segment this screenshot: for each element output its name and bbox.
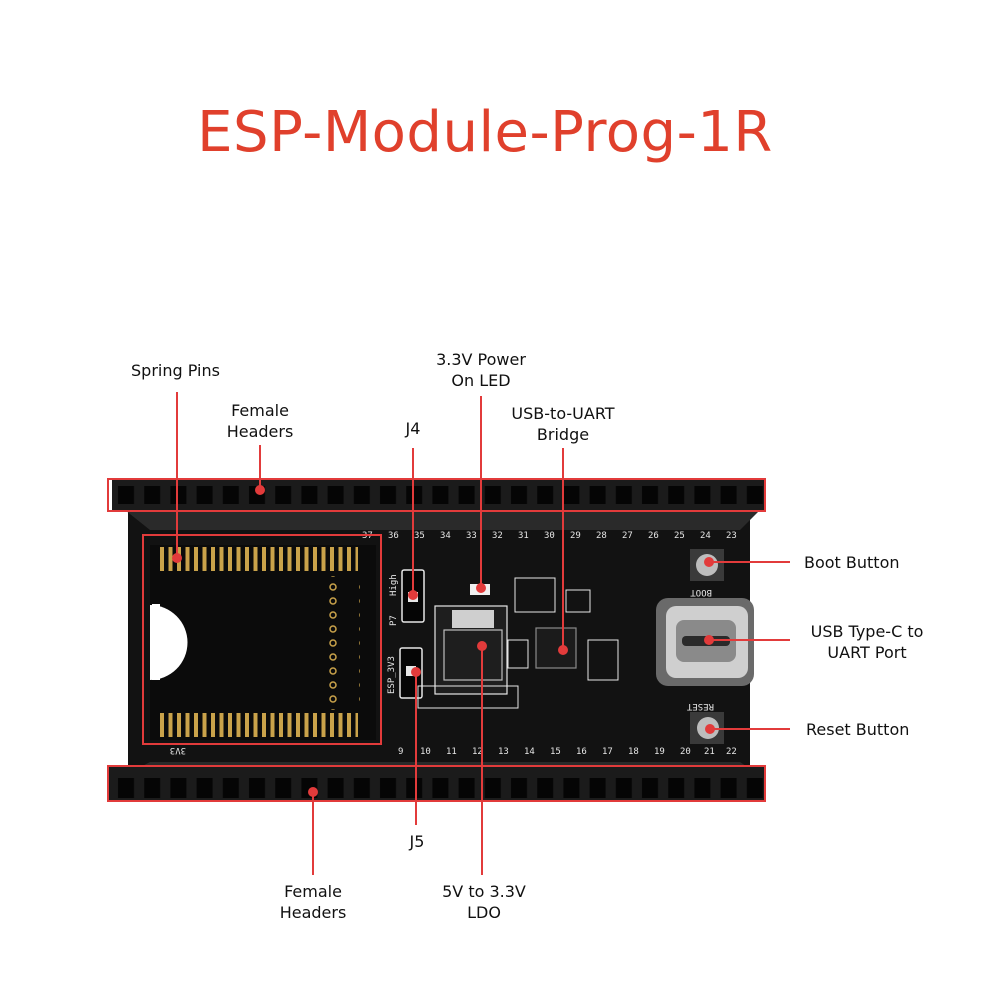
silkscreen-pin-bottom: 15 bbox=[550, 747, 561, 757]
silkscreen-pin-top: 25 bbox=[674, 531, 685, 541]
silkscreen-boot: BOOT bbox=[690, 587, 712, 597]
label-line: Headers bbox=[279, 903, 347, 922]
silkscreen-pin-bottom: 20 bbox=[680, 747, 691, 757]
label-line: On LED bbox=[451, 371, 511, 390]
silkscreen-pin-bottom: 17 bbox=[602, 747, 613, 757]
silkscreen-pin-bottom: 10 bbox=[420, 747, 431, 757]
silkscreen-pin-bottom: 14 bbox=[524, 747, 535, 757]
silkscreen-pin-bottom: 18 bbox=[628, 747, 639, 757]
label-line: Female bbox=[231, 401, 289, 420]
label-reset-button: Reset Button bbox=[806, 719, 909, 740]
label-j4: J4 bbox=[395, 418, 431, 439]
silkscreen-reset: RESET bbox=[686, 701, 714, 711]
highlight-spring-pins bbox=[142, 534, 382, 745]
silkscreen-pin-top: 35 bbox=[414, 531, 425, 541]
label-line: 3.3V Power bbox=[436, 350, 526, 369]
label-line: Headers bbox=[226, 422, 294, 441]
silkscreen-pin-bottom: 19 bbox=[654, 747, 665, 757]
silkscreen-pin-bottom: 21 bbox=[704, 747, 715, 757]
silkscreen-p7: P7 bbox=[389, 615, 399, 626]
page-title: ESP-Module-Prog-1R bbox=[197, 100, 773, 165]
silkscreen-pin-top: 24 bbox=[700, 531, 711, 541]
silkscreen-3v3: 3V3 bbox=[170, 745, 186, 755]
label-j4-text: J4 bbox=[405, 419, 421, 438]
label-line: UART Port bbox=[827, 643, 907, 662]
silkscreen-pin-bottom: 22 bbox=[726, 747, 737, 757]
silkscreen-pin-bottom: 13 bbox=[498, 747, 509, 757]
silkscreen-pin-top: 26 bbox=[648, 531, 659, 541]
highlight-female-headers-bottom bbox=[107, 765, 766, 802]
silkscreen-pin-top: 23 bbox=[726, 531, 737, 541]
silkscreen-pin-top: 34 bbox=[440, 531, 451, 541]
header-wall-top bbox=[125, 510, 760, 530]
female-header-top bbox=[112, 480, 764, 510]
label-j5: J5 bbox=[399, 831, 435, 852]
silkscreen-pin-top: 36 bbox=[388, 531, 399, 541]
silkscreen-pin-bottom: 16 bbox=[576, 747, 587, 757]
label-power-led: 3.3V Power On LED bbox=[426, 349, 536, 391]
silkscreen-pin-top: 32 bbox=[492, 531, 503, 541]
label-line: USB-to-UART bbox=[511, 404, 615, 423]
label-spring-pins: Spring Pins bbox=[131, 360, 220, 381]
label-female-headers-top: Female Headers bbox=[220, 400, 300, 442]
label-boot-button: Boot Button bbox=[804, 552, 900, 573]
silkscreen-pin-top: 30 bbox=[544, 531, 555, 541]
label-ldo: 5V to 3.3V LDO bbox=[429, 881, 539, 923]
usb-uart-bridge-chip bbox=[535, 627, 577, 669]
spring-pins-top bbox=[158, 547, 358, 571]
label-usb-type-c: USB Type-C to UART Port bbox=[800, 621, 934, 663]
silkscreen-pin-top: 28 bbox=[596, 531, 607, 541]
silkscreen-esp-3v3: ESP_3V3 bbox=[387, 656, 397, 694]
label-spring-pins-text: Spring Pins bbox=[131, 361, 220, 380]
label-j5-text: J5 bbox=[409, 832, 425, 851]
ldo-regulator bbox=[417, 605, 519, 709]
label-line: Bridge bbox=[536, 425, 590, 444]
silkscreen-pin-bottom: 12 bbox=[472, 747, 483, 757]
spring-pins-bottom bbox=[158, 713, 358, 737]
label-usb-uart-bridge: USB-to-UART Bridge bbox=[508, 403, 618, 445]
label-line: 5V to 3.3V bbox=[442, 882, 526, 901]
label-line: Female bbox=[284, 882, 342, 901]
silkscreen-pin-top: 31 bbox=[518, 531, 529, 541]
female-header-bottom bbox=[108, 767, 765, 802]
silkscreen-pin-top: 29 bbox=[570, 531, 581, 541]
silkscreen-high: High bbox=[389, 574, 399, 596]
silkscreen-pin-bottom: 11 bbox=[446, 747, 457, 757]
label-reset-button-text: Reset Button bbox=[806, 720, 910, 739]
label-line: LDO bbox=[467, 903, 501, 922]
label-line: USB Type-C to bbox=[810, 622, 924, 641]
label-female-headers-bottom: Female Headers bbox=[273, 881, 353, 923]
silkscreen-pin-top: 27 bbox=[622, 531, 633, 541]
silkscreen-pin-bottom: 9 bbox=[398, 747, 403, 757]
module-socket bbox=[150, 545, 376, 740]
label-boot-button-text: Boot Button bbox=[804, 553, 900, 572]
silkscreen-pin-top: 33 bbox=[466, 531, 477, 541]
highlight-female-headers-top bbox=[107, 478, 766, 512]
